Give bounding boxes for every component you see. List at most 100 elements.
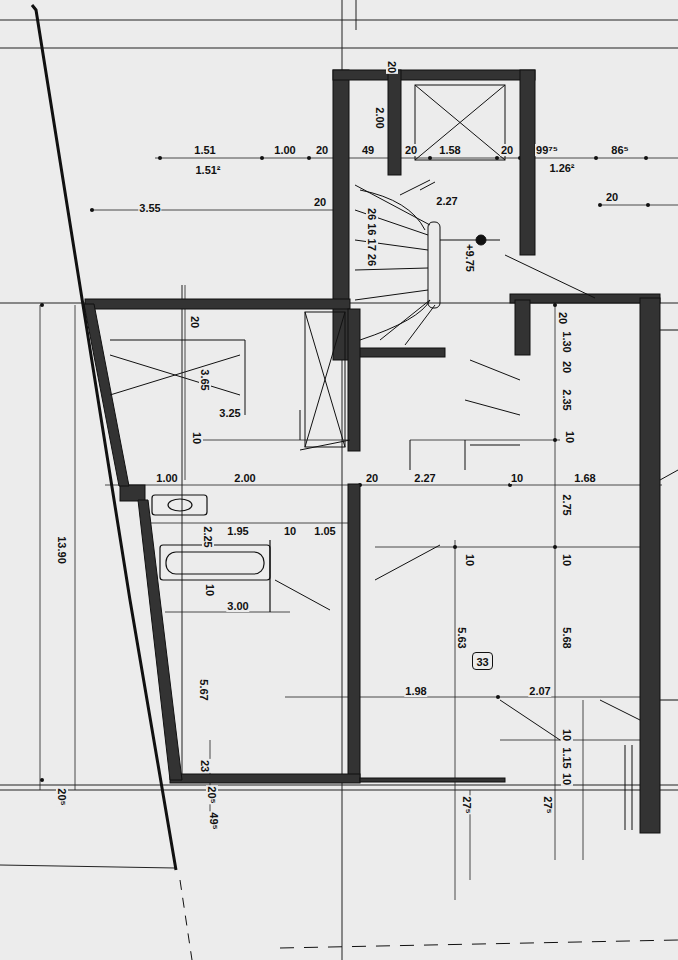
dimension-text: 20 [500, 144, 514, 156]
dimension-text: 20 [605, 191, 619, 203]
dimension-ticks-part [453, 545, 457, 549]
site-boundary-part [280, 940, 678, 948]
dimension-text: 10 [464, 553, 476, 567]
dimension-lines-part [600, 205, 678, 206]
right-wall-details-part [660, 330, 678, 331]
walls-part [120, 485, 145, 501]
openings-part [275, 545, 640, 740]
bathroom-fixtures-part [160, 545, 270, 580]
reference-lines-part [0, 790, 678, 791]
right-wall-details-part [660, 470, 678, 480]
walls-part [510, 294, 660, 303]
reference-lines-part [182, 285, 183, 780]
dimension-text: 1.51 [193, 144, 216, 156]
room-number-box: 33 [472, 652, 493, 670]
dimension-ticks-part [598, 203, 602, 207]
stair-part [428, 222, 440, 308]
dimension-text: 2.00 [374, 106, 386, 129]
dimension-lines-part [410, 440, 560, 441]
dimension-text: 26 16 17 26 [366, 207, 378, 267]
dimension-ticks-part [646, 203, 650, 207]
right-wall-details-part [660, 700, 678, 701]
dimension-text: 2.75 [561, 493, 573, 516]
dimension-ticks-part [260, 156, 264, 160]
walls-part [170, 774, 360, 783]
dimension-text: 1.30 [561, 330, 573, 353]
walls-part [515, 300, 530, 355]
dimension-lines [40, 158, 678, 900]
dimension-text: 49 [361, 144, 375, 156]
dimension-text: 10 [283, 525, 297, 537]
dimension-ticks-part [307, 156, 311, 160]
dimension-text: 20 [189, 315, 201, 329]
dimension-lines-part [150, 523, 350, 524]
dimension-ticks-part [594, 156, 598, 160]
dimension-text: 20⁵ [56, 787, 68, 806]
site-boundary-part [180, 880, 192, 960]
bathroom-fixtures-part [166, 552, 264, 574]
bathroom-fixtures-part [152, 495, 207, 515]
room-number: 33 [477, 656, 488, 668]
openings-part [300, 410, 465, 470]
dimension-text: 10 [564, 430, 576, 444]
dimension-ticks-part [553, 438, 557, 442]
dimension-text: 20 [365, 472, 379, 484]
dimension-lines-part [75, 305, 76, 790]
reference-lines-part [0, 20, 678, 21]
reference-lines-part [0, 48, 678, 49]
dimension-text: 2.27 [413, 472, 436, 484]
walls-part [138, 500, 182, 780]
dimension-text: 1.05 [313, 525, 336, 537]
dimension-lines-part [455, 540, 456, 900]
dimension-text: 1.00 [155, 472, 178, 484]
stair-part [355, 180, 435, 345]
dimension-text: 1.15 [561, 746, 573, 769]
bathroom-fixtures-part [168, 499, 192, 511]
dimension-text: 10 [510, 472, 524, 484]
dimension-ticks-part [644, 156, 648, 160]
dimension-text: 1.98 [404, 685, 427, 697]
bathroom-fixtures-part [269, 540, 270, 612]
dimension-ticks-part [553, 545, 557, 549]
dimension-ticks-part [158, 156, 162, 160]
dimension-lines-part [285, 697, 640, 698]
dimension-lines-part [375, 547, 640, 548]
dimension-ticks-part [428, 156, 432, 160]
walls-part [520, 70, 535, 255]
dimension-text: 20 [561, 360, 573, 374]
openings [110, 85, 640, 740]
site-boundary [32, 5, 678, 960]
dimension-ticks-part [40, 778, 44, 782]
openings-part [305, 312, 345, 447]
dimension-text: 20 [315, 144, 329, 156]
dimension-text: 86⁵ [610, 144, 629, 156]
walls-part [348, 484, 360, 782]
stair [355, 180, 500, 345]
dimension-text: 3.65 [199, 368, 211, 391]
dimension-text: 2.00 [233, 472, 256, 484]
dimension-ticks-part [90, 208, 94, 212]
dimension-text: 20⁵ [206, 785, 218, 804]
site-boundary-part [32, 5, 176, 870]
right-wall-details [625, 330, 678, 830]
dimension-text: 2.07 [528, 685, 551, 697]
dimension-text: 5.63 [456, 626, 468, 649]
walls-part [388, 70, 401, 175]
walls-part [85, 299, 350, 309]
dimension-lines-part [583, 700, 584, 860]
dimension-text: 10 [561, 772, 573, 786]
dimension-lines-part [90, 210, 335, 211]
dimension-text: 1.95 [226, 525, 249, 537]
right-wall-details-part [625, 745, 626, 830]
stair-part [476, 235, 486, 245]
walls-part [348, 309, 360, 451]
dimension-text: 2.27 [435, 195, 458, 207]
dimension-text: 10 [204, 583, 216, 597]
walls-part [355, 348, 445, 357]
dimension-text: 3.55 [138, 202, 161, 214]
dimension-ticks-part [553, 303, 557, 307]
walls [84, 70, 660, 833]
dimension-lines-part [555, 300, 556, 860]
